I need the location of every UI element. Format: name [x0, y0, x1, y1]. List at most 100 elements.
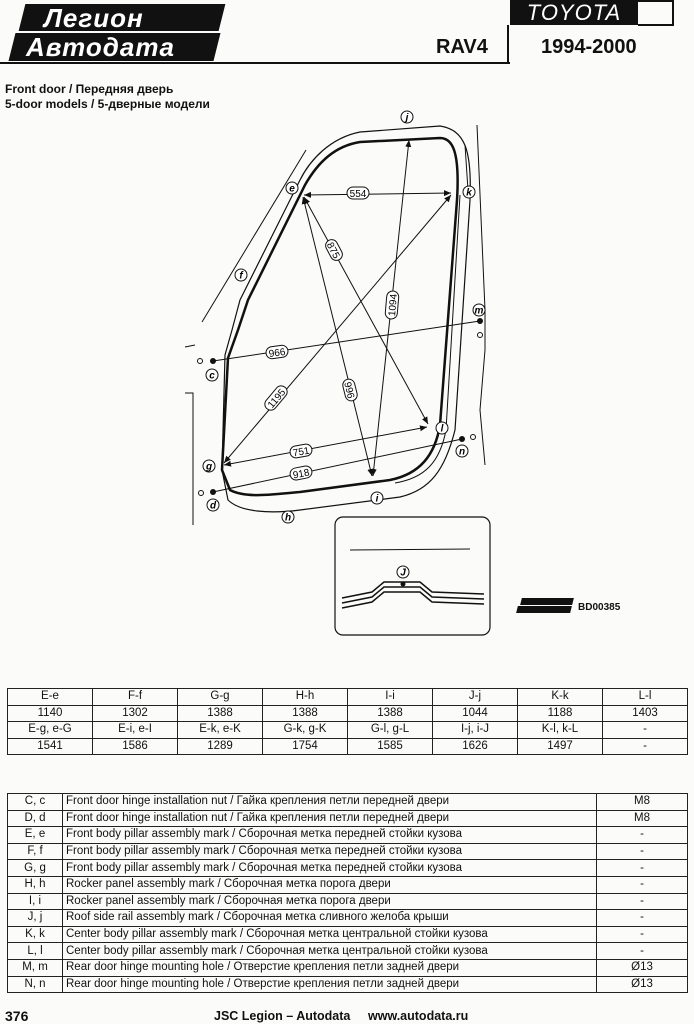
publisher-url: www.autodata.ru: [368, 1009, 469, 1023]
point-label-i: i: [376, 494, 379, 505]
legend-code: E, e: [7, 826, 63, 844]
dimension-cell: 1754: [262, 737, 348, 755]
dimension-cell: 1626: [432, 737, 518, 755]
dimension-cell: 1388: [262, 704, 348, 722]
front-pillar-line: [201, 149, 307, 323]
legend-value: -: [596, 909, 688, 927]
point-label-m: m: [475, 306, 484, 317]
dim-line-e-l: [303, 196, 429, 425]
legend-code: G, g: [7, 859, 63, 877]
dim-line-g-k: [223, 194, 452, 464]
small-publisher-logo: [516, 598, 575, 614]
legend-value: -: [596, 942, 688, 960]
dim-label-g-l: 751: [292, 446, 311, 460]
section-title: Front door / Передняя дверь: [5, 82, 174, 96]
dimension-cell: 1388: [347, 704, 433, 722]
legend-value: -: [596, 875, 688, 894]
publisher-name: JSC Legion – Autodata: [214, 1009, 351, 1023]
dimension-cell: G-k, g-K: [262, 721, 348, 739]
legend-value: -: [596, 925, 688, 944]
dimension-cell: 1302: [92, 704, 178, 722]
dimension-cell: J-j: [432, 688, 518, 706]
detail-point-label: J: [400, 568, 406, 579]
dimension-cell: 1044: [432, 704, 518, 722]
left-bracket: [184, 344, 196, 525]
dimension-lines: [223, 139, 452, 477]
dimension-cell: 1388: [177, 704, 263, 722]
model-name: RAV4: [436, 36, 488, 58]
body-outline-outer: [221, 125, 471, 513]
dimension-cell: 1541: [7, 737, 93, 755]
model-years: 1994-2000: [541, 36, 637, 58]
dimension-cell: 1188: [517, 704, 603, 722]
legend-description: Rear door hinge mounting hole / Отверсти…: [62, 975, 597, 994]
legend-value: Ø13: [596, 958, 688, 977]
header-divider-vertical: [507, 25, 509, 64]
point-label-g: g: [205, 462, 212, 473]
publisher-logo: Легион Автодата: [4, 0, 226, 62]
legend-value: -: [596, 892, 688, 911]
legend-code: K, k: [7, 925, 63, 944]
point-m-dot: [477, 318, 483, 324]
legend-description: Front door hinge installation nut / Гайк…: [62, 793, 597, 811]
legend-description: Front body pillar assembly mark / Сбороч…: [62, 826, 597, 844]
legend-description: Front door hinge installation nut / Гайк…: [62, 809, 597, 828]
dimension-cell: L-l: [602, 688, 688, 706]
figure-code: BD00385: [578, 602, 621, 613]
point-label-k: k: [466, 188, 472, 199]
legend-value: M8: [596, 793, 688, 811]
detail-rail-profile: [341, 581, 485, 609]
section-subtitle: 5-door models / 5-дверные модели: [5, 97, 210, 111]
dimension-cell: E-i, e-I: [92, 721, 178, 739]
dimension-cell: -: [602, 737, 688, 755]
dim-label-c-m: 966: [268, 347, 286, 360]
center-pillar-line: [476, 124, 486, 466]
legend-description: Roof side rail assembly mark / Сборочная…: [62, 909, 597, 927]
legend-description: Rocker panel assembly mark / Сборочная м…: [62, 892, 597, 911]
dimension-cell: E-e: [7, 688, 93, 706]
legend-code: F, f: [7, 842, 63, 861]
page-number: 376: [5, 1008, 29, 1024]
hinge-points: [210, 318, 483, 587]
point-labels: c d e f g h i j k l m n J: [202, 110, 486, 579]
dim-line-d-n: [212, 438, 463, 493]
header-divider: [0, 62, 510, 64]
legend-code: D, d: [7, 809, 63, 828]
legend-code: M, m: [7, 958, 63, 977]
dim-label-i-j: 1094: [387, 293, 400, 317]
dimension-cell: G-g: [177, 688, 263, 706]
legend-description: Front body pillar assembly mark / Сбороч…: [62, 842, 597, 861]
dimension-cell: F-f: [92, 688, 178, 706]
legend-description: Rocker panel assembly mark / Сборочная м…: [62, 875, 597, 894]
point-label-h: h: [285, 513, 291, 524]
dimension-cell: 1140: [7, 704, 93, 722]
door-opening-inner: [220, 136, 459, 497]
dimension-cell: -: [602, 721, 688, 739]
dimension-cell: 1289: [177, 737, 263, 755]
legend-value: -: [596, 859, 688, 877]
dimension-cell: 1403: [602, 704, 688, 722]
legend-code: J, j: [7, 909, 63, 927]
detail-inset-frame: [334, 516, 491, 636]
dim-line-g-l: [223, 425, 428, 467]
legend-code: H, h: [7, 875, 63, 894]
legend-description: Rear door hinge mounting hole / Отверсти…: [62, 958, 597, 977]
dimension-cell: K-k: [517, 688, 603, 706]
legend-description: Center body pillar assembly mark / Сборо…: [62, 925, 597, 944]
dimension-cell: E-g, e-G: [7, 721, 93, 739]
door-dimension-diagram: 554 875 1094 966 996 1195 751 918 c d e …: [184, 110, 491, 636]
dim-line-c-m: [212, 320, 481, 362]
